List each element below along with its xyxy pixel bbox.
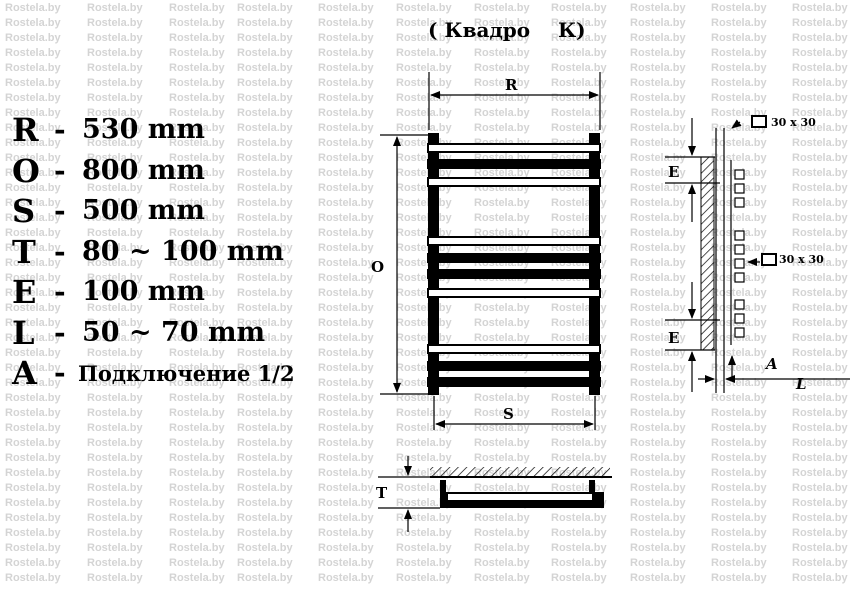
e-bottom-label: E — [668, 329, 679, 347]
spec-letter: A — [12, 354, 37, 392]
o-label: O — [371, 258, 384, 276]
spec-dash: - — [54, 234, 66, 268]
spec-letter: O — [12, 151, 40, 190]
spec-dash: - — [54, 315, 66, 349]
front-view: R O S — [371, 72, 601, 430]
l-label: L — [795, 375, 807, 393]
profile-top-label: 30 x 30 — [771, 116, 816, 129]
spec-dash: - — [54, 153, 66, 187]
top-view: T — [376, 456, 612, 532]
spec-letter: S — [12, 192, 36, 230]
s-label: S — [503, 405, 514, 423]
spec-value: 800 mm — [82, 154, 205, 186]
spec-value: 80 ~ 100 mm — [82, 235, 284, 267]
t-label: T — [376, 484, 388, 502]
spec-value: Подключение 1/2 — [78, 361, 295, 386]
spec-letter: L — [12, 313, 35, 352]
side-view: E E 30 x 30 30 x 30 A L — [665, 115, 850, 393]
a-label: A — [764, 355, 778, 373]
e-top-label: E — [668, 163, 679, 181]
spec-letter: E — [12, 273, 37, 311]
r-label: R — [505, 76, 518, 94]
spec-value: 100 mm — [82, 276, 205, 307]
right-rail — [589, 133, 600, 395]
spec-dash: - — [54, 194, 66, 227]
spec-dash: - — [54, 275, 66, 308]
model-title: ( Квадро К) — [428, 18, 586, 42]
spec-value: 500 mm — [82, 195, 205, 226]
crossbars — [427, 143, 601, 387]
left-rail — [428, 133, 439, 395]
spec-letter: T — [12, 232, 36, 271]
profile-mid-label: 30 x 30 — [779, 253, 824, 266]
spec-letter: R — [12, 111, 39, 149]
spec-value: 530 mm — [82, 114, 205, 145]
spec-dash: - — [54, 356, 66, 389]
spec-dash: - — [54, 113, 66, 146]
spec-value: 50 ~ 70 mm — [82, 316, 266, 348]
